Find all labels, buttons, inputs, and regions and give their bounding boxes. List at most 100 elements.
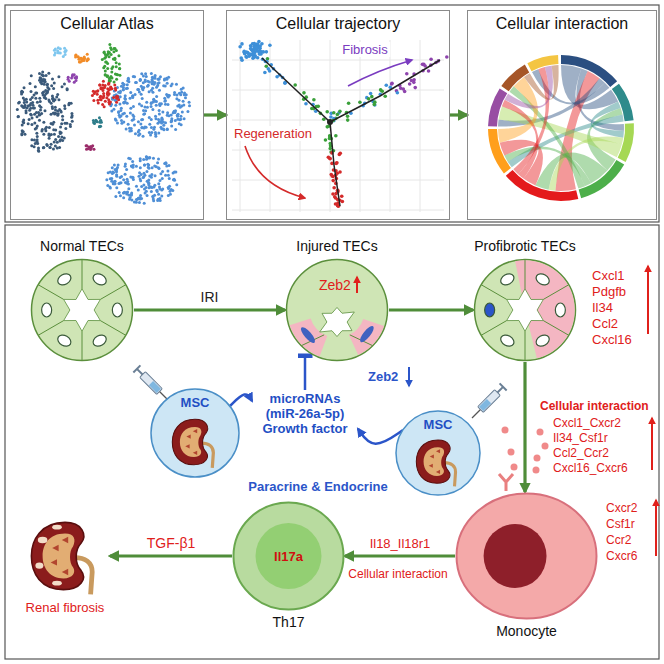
cell-dot [147,167,150,170]
cell-dot [33,139,36,142]
cell-dot [98,116,101,119]
cell-dot [146,156,149,159]
cell-dot [70,112,73,115]
renal-pyramid [186,434,190,438]
cell-dot [105,178,108,181]
label-slot: Fibrosis [340,40,390,58]
cell-dot [104,73,107,76]
cell-dot [42,146,45,149]
cell-dot [37,111,40,114]
syringe-plunger [137,369,143,375]
cell-dot [180,123,183,126]
label-slot: Cxcl1 [592,266,625,284]
cell-dot [125,128,128,131]
cell-dot [390,82,394,86]
flow-arrow [389,308,473,311]
cell-dot [413,86,417,90]
cell-dot [52,99,55,102]
cell-dot [113,57,116,60]
cell-dot [185,93,188,96]
chord-ribbon [524,65,559,100]
cell-dot [98,84,101,87]
cell-dot [26,106,29,109]
tec-node: Normal TECs [30,258,134,362]
node-title: Cellular interaction [496,15,629,32]
cell-dot [152,100,155,103]
cell-dot [31,116,34,119]
annotation-label: Il34 [592,300,613,315]
cell-dot [57,135,60,138]
factor-dot [533,467,540,474]
renal-pyramid [52,545,58,551]
cell-dot [445,55,449,59]
cell-dot [36,101,39,104]
cell-dot [18,101,21,104]
grid-line [232,90,444,91]
regeneration-arrow [245,146,305,198]
fibrotic-patch [52,525,62,530]
syringe-liquid [479,399,491,411]
cell-dot [42,133,45,136]
cell-dot [33,93,36,96]
cell-dot [99,98,102,101]
cell-dot [173,170,176,173]
msc-halo [396,411,480,495]
cell-dot [144,79,147,82]
cell-dot [150,173,153,176]
cell-dot [427,69,431,73]
fibrotic-patch [38,537,48,543]
label-slot: Cxcl1_Cxcr2 [553,413,621,431]
chord-arc [501,65,529,92]
cell-dot [33,106,36,109]
cell-dot [129,91,132,94]
cell-dot [173,178,176,181]
cell-dot [112,96,115,99]
cell-dot [263,71,267,75]
cell-dot [113,83,116,86]
text-slot: Profibrotic TECs [474,237,576,255]
cell-dot [129,111,132,114]
cell-dot [170,84,173,87]
cell-dot [155,165,158,168]
cell-nucleus [56,272,73,288]
cell-dot [141,118,144,121]
cell-dot [131,114,134,117]
label-slot: Ccr2 [606,530,631,548]
cell-dot [59,47,62,50]
msc-node: MSC [395,410,481,496]
annotation-label: Cellular interaction [346,567,449,581]
cell-dot [324,138,328,142]
cell-dot [46,86,49,89]
cell-dot [143,202,146,205]
cell-dot [63,104,66,107]
flow-arrow [345,554,455,557]
cell-dot [107,82,110,85]
up-arrow [356,277,358,293]
cell-dot [115,65,118,68]
cell-dot [41,71,44,74]
cell-dot [87,58,90,61]
cell-dot [39,109,42,112]
cell-dot [160,195,163,198]
cell-dot [119,176,122,179]
cell-dot [145,101,148,104]
cell-dot [158,102,161,105]
cell-dot [154,174,157,177]
cell-dot [163,100,166,103]
cell-dot [103,65,106,68]
cell-dot [122,178,125,181]
trajectory-line [330,122,340,206]
cell-dot [118,63,121,66]
cell-dot [170,120,173,123]
cell-dot [52,100,55,103]
label-slot: Zeb2 [368,367,398,385]
cell-dot [256,42,260,46]
cell-dot [22,121,25,124]
cell-dot [43,96,46,99]
cell-dot [92,121,95,124]
edge-label-slot: IRI [199,288,221,306]
syringe-plunger [133,365,140,372]
cell-dot [338,151,342,155]
tec-shape [473,258,577,362]
cell-dot [68,102,71,105]
